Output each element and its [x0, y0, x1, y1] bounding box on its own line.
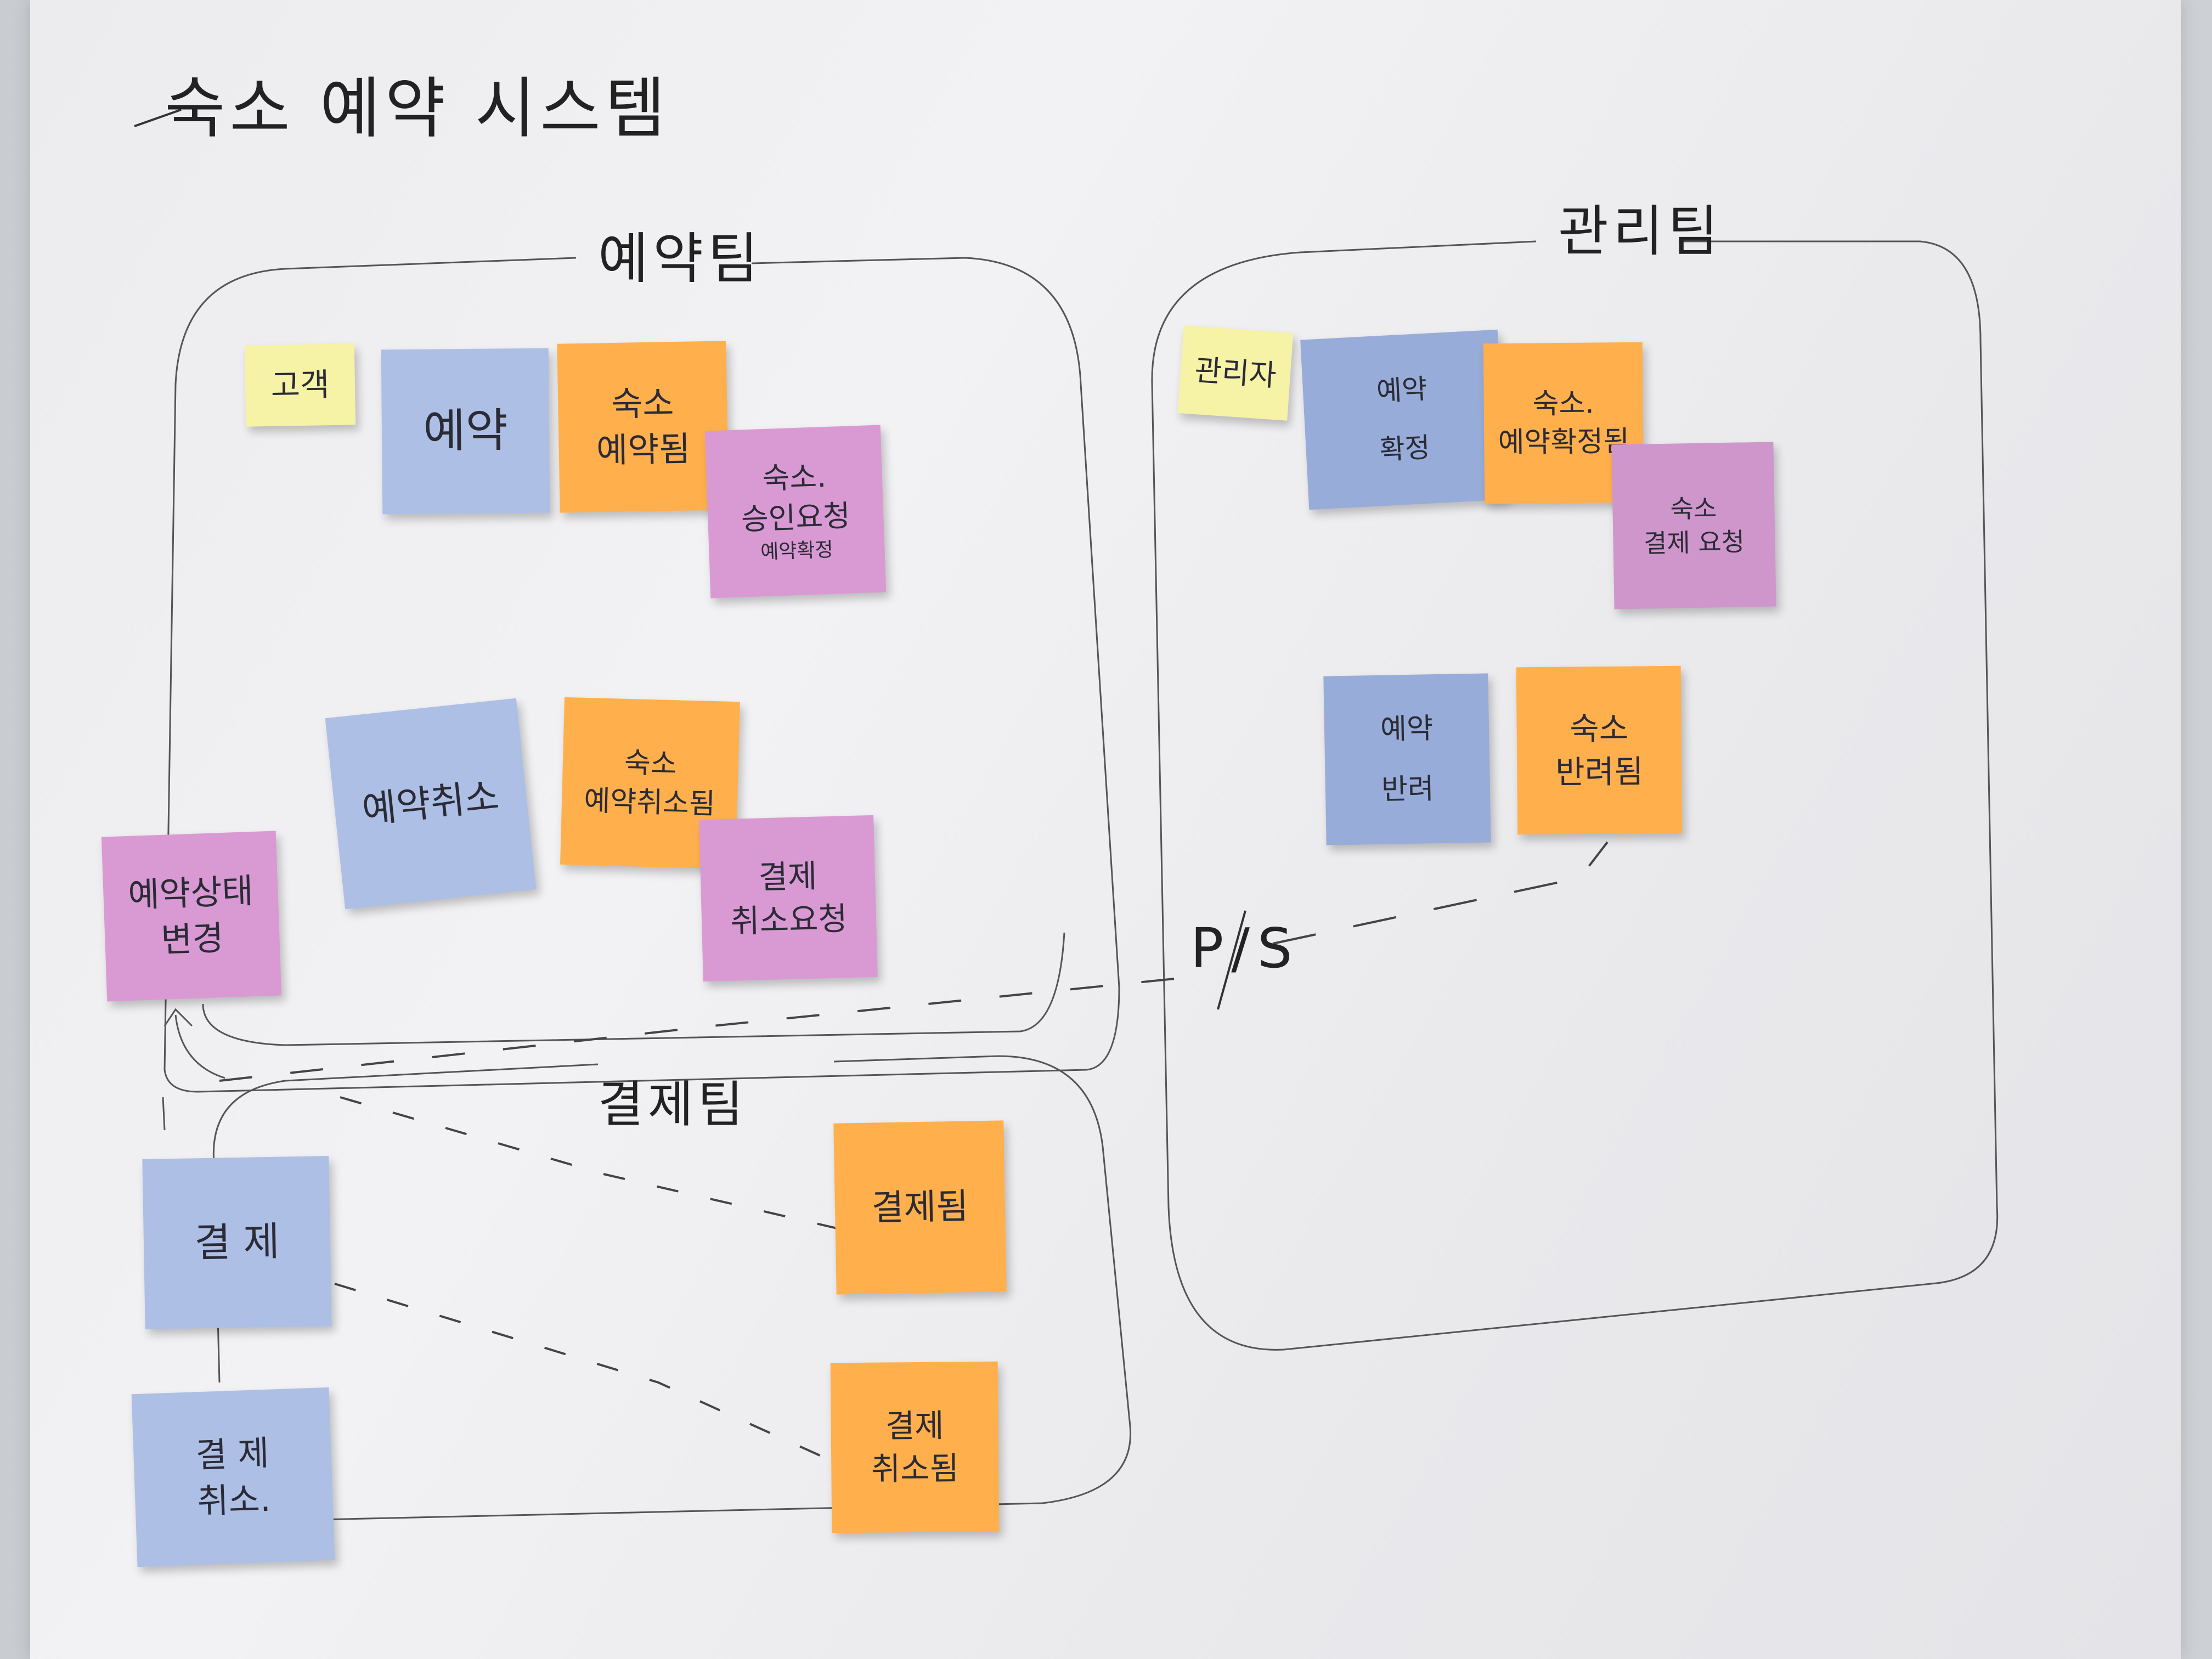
reservation-context-boundary: [163, 257, 1120, 1093]
management-context-boundary: [1151, 240, 1999, 1351]
payment-context-boundary: [212, 1055, 1132, 1521]
dashed-line-payment-done: [340, 1096, 840, 1230]
note-reserve-reject-line-2: 반려: [1381, 772, 1435, 806]
left-arrow: [163, 1008, 225, 1079]
ps-slash: [1217, 910, 1246, 1010]
note-reservation-status-change-line-1: 예약상태: [127, 871, 254, 916]
note-lodging-reserved-line-2: 예약됨: [596, 428, 691, 471]
note-payment[interactable]: 결 제: [142, 1156, 332, 1329]
note-reserve-cancel[interactable]: 예약취소: [325, 698, 537, 910]
note-payment-cancel-request-line-2: 취소요청: [730, 899, 848, 940]
note-admin-line-1: 관리자: [1193, 352, 1278, 393]
note-payment-cancelled-line-1: 결제: [885, 1407, 944, 1445]
note-payment-cancel-line-1: 결 제: [195, 1432, 270, 1476]
ps-label: P/S: [1190, 916, 1300, 980]
note-lodging-reserved-line-1: 숙소: [611, 383, 674, 425]
note-lodging-cancelled-line-1: 숙소: [624, 747, 678, 781]
note-lodging-rejected[interactable]: 숙소 반려됨: [1516, 665, 1683, 835]
note-payment-cancelled-line-2: 취소됨: [871, 1449, 960, 1488]
note-admin[interactable]: 관리자: [1177, 325, 1294, 421]
note-reserve-confirm-line-1: 예약: [1375, 373, 1428, 407]
note-payment-cancelled[interactable]: 결제 취소됨: [830, 1361, 1000, 1533]
note-lodging-payment-request[interactable]: 숙소 결제 요청: [1611, 442, 1776, 610]
note-payment-line-1: 결 제: [194, 1218, 280, 1266]
note-reserve-line-1: 예약: [422, 403, 509, 458]
note-lodging-reserved[interactable]: 숙소 예약됨: [557, 341, 729, 513]
note-payment-cancel-request-line-1: 결제: [758, 857, 818, 896]
note-payment-cancel[interactable]: 결 제 취소.: [131, 1387, 335, 1567]
dashed-line-ps-to-reservation: [219, 975, 1197, 1082]
title-stroke: [134, 109, 182, 127]
reservation-inner-curve: [202, 932, 1065, 1046]
note-reserve-reject[interactable]: 예약 반려: [1323, 673, 1491, 845]
note-payment-cancel-line-2: 취소.: [196, 1479, 272, 1521]
note-lodging-rejected-line-1: 숙소: [1569, 709, 1629, 748]
note-reservation-status-change[interactable]: 예약상태 변경: [101, 831, 282, 1002]
note-payment-cancel-request[interactable]: 결제 취소요청: [699, 815, 878, 982]
note-reserve-confirm-line-2: 확정: [1379, 431, 1431, 466]
note-lodging-payment-request-line-2: 결제 요청: [1643, 527, 1745, 558]
dashed-line-payment-cancelled: [334, 1283, 829, 1460]
left-tick: [162, 1097, 166, 1131]
note-reserve-reject-line-1: 예약: [1380, 712, 1434, 746]
note-reserve[interactable]: 예약: [381, 348, 550, 515]
note-lodging-approval-request-line-1: 숙소.: [761, 459, 827, 496]
note-reserve-confirm[interactable]: 예약 확정: [1300, 329, 1506, 510]
reservation-context-label: 예약팀: [598, 227, 763, 291]
note-lodging-rejected-line-2: 반려됨: [1555, 752, 1644, 791]
note-reservation-status-change-line-2: 변경: [160, 918, 224, 960]
note-lodging-approval-request-line-3: 예약확정: [760, 538, 834, 564]
note-lodging-approval-request[interactable]: 숙소. 승인요청 예약확정: [704, 425, 887, 599]
note-payment-done-line-1: 결제됨: [871, 1186, 969, 1229]
payment-context-label: 결제팀: [598, 1076, 748, 1133]
note-lodging-cancelled-line-2: 예약취소됨: [583, 784, 716, 821]
board-title: 숙소 예약 시스템: [165, 71, 670, 147]
note-lodging-approval-request-line-2: 승인요청: [740, 498, 851, 537]
note-customer-line-1: 고객: [270, 365, 330, 404]
dashed-line-ps-to-rejected: [1272, 841, 1609, 945]
note-lodging-payment-request-line-1: 숙소: [1670, 493, 1717, 524]
note-payment-done[interactable]: 결제됨: [833, 1120, 1007, 1295]
management-context-label: 관리팀: [1558, 199, 1723, 263]
note-reserve-cancel-line-1: 예약취소: [360, 775, 501, 832]
note-lodging-reserve-confirmed-line-2: 예약확정됨: [1498, 425, 1630, 460]
note-customer[interactable]: 고객: [244, 343, 356, 427]
note-lodging-reserve-confirmed-line-1: 숙소.: [1532, 387, 1595, 421]
